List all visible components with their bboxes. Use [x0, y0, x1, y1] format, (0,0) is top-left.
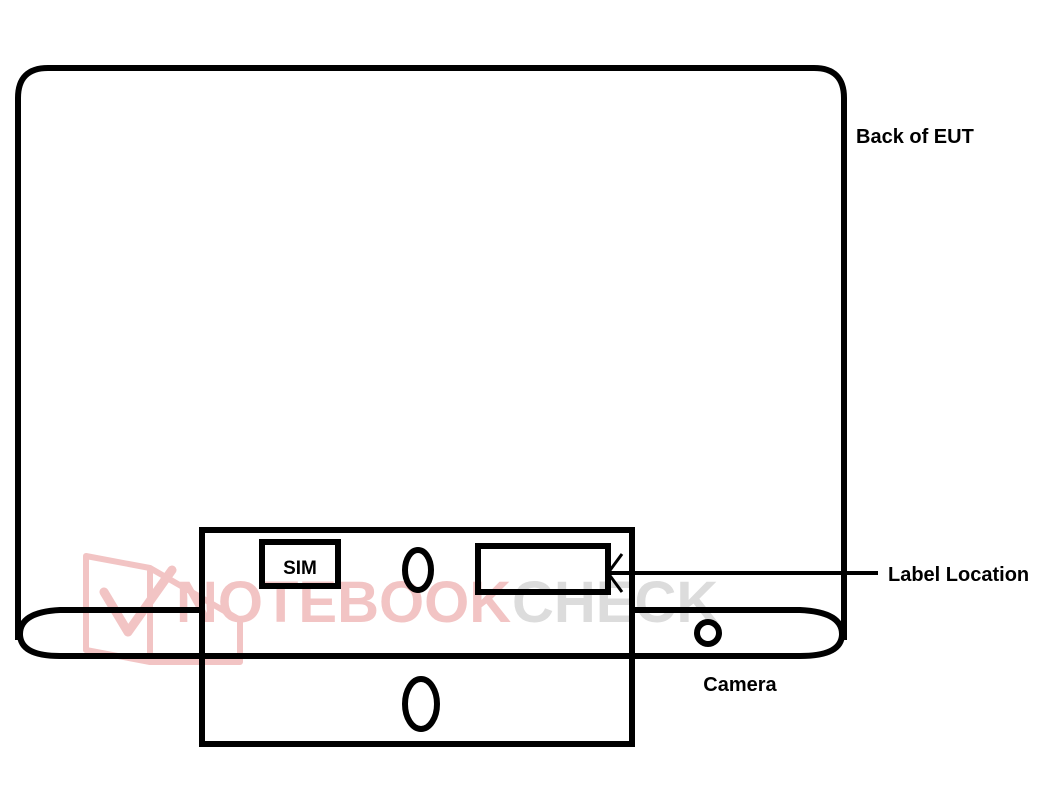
- sim-label: SIM: [283, 558, 317, 579]
- watermark-text-light: CHECK: [512, 570, 718, 635]
- bottom-bar-right: [632, 607, 846, 659]
- camera-lens: [694, 619, 722, 647]
- watermark-logo-icon: [83, 553, 243, 665]
- arrow-head-icon: [606, 553, 624, 593]
- back-of-eut-label: Back of EUT: [856, 126, 974, 148]
- watermark-text-bold: NOTEBOOK: [176, 570, 511, 635]
- label-location-box: [475, 543, 611, 595]
- camera-label: Camera: [703, 674, 777, 696]
- bottom-bar-left: [16, 607, 202, 659]
- label-location-label: Label Location: [888, 564, 1029, 586]
- lower-oval: [402, 676, 440, 732]
- stand-box: [199, 527, 635, 747]
- device-body-outline: [15, 65, 847, 640]
- watermark-check-icon: [99, 565, 177, 637]
- sim-slot: [259, 539, 341, 589]
- upper-oval: [402, 547, 434, 593]
- watermark: NOTEBOOK CHECK: [83, 553, 718, 665]
